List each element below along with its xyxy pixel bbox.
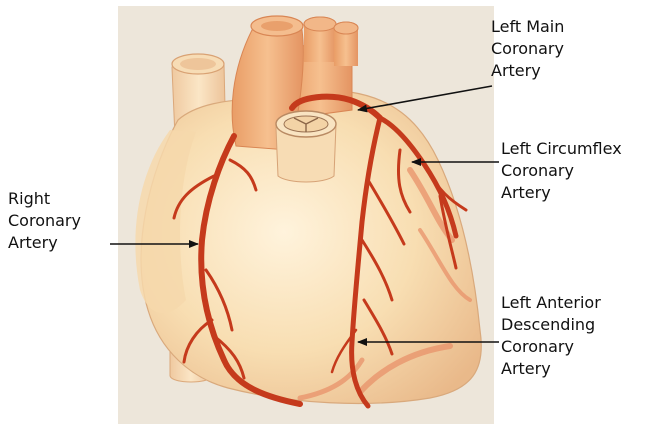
label-left-circumflex-coronary-artery: Left Circumflex Coronary Artery <box>501 138 622 204</box>
label-line: Left Main <box>491 16 564 38</box>
label-left-main-coronary-artery: Left Main Coronary Artery <box>491 16 564 82</box>
label-line: Left Circumflex <box>501 138 622 160</box>
label-line: Artery <box>8 232 81 254</box>
label-right-coronary-artery: Right Coronary Artery <box>8 188 81 254</box>
label-line: Left Anterior <box>501 292 601 314</box>
label-line: Coronary <box>501 160 622 182</box>
label-line: Coronary <box>501 336 601 358</box>
label-left-anterior-descending-coronary-artery: Left Anterior Descending Coronary Artery <box>501 292 601 380</box>
label-line: Artery <box>501 358 601 380</box>
aortic-valve <box>276 111 336 182</box>
label-line: Artery <box>501 182 622 204</box>
label-line: Descending <box>501 314 601 336</box>
label-line: Right <box>8 188 81 210</box>
label-line: Artery <box>491 60 564 82</box>
label-line: Coronary <box>491 38 564 60</box>
label-line: Coronary <box>8 210 81 232</box>
